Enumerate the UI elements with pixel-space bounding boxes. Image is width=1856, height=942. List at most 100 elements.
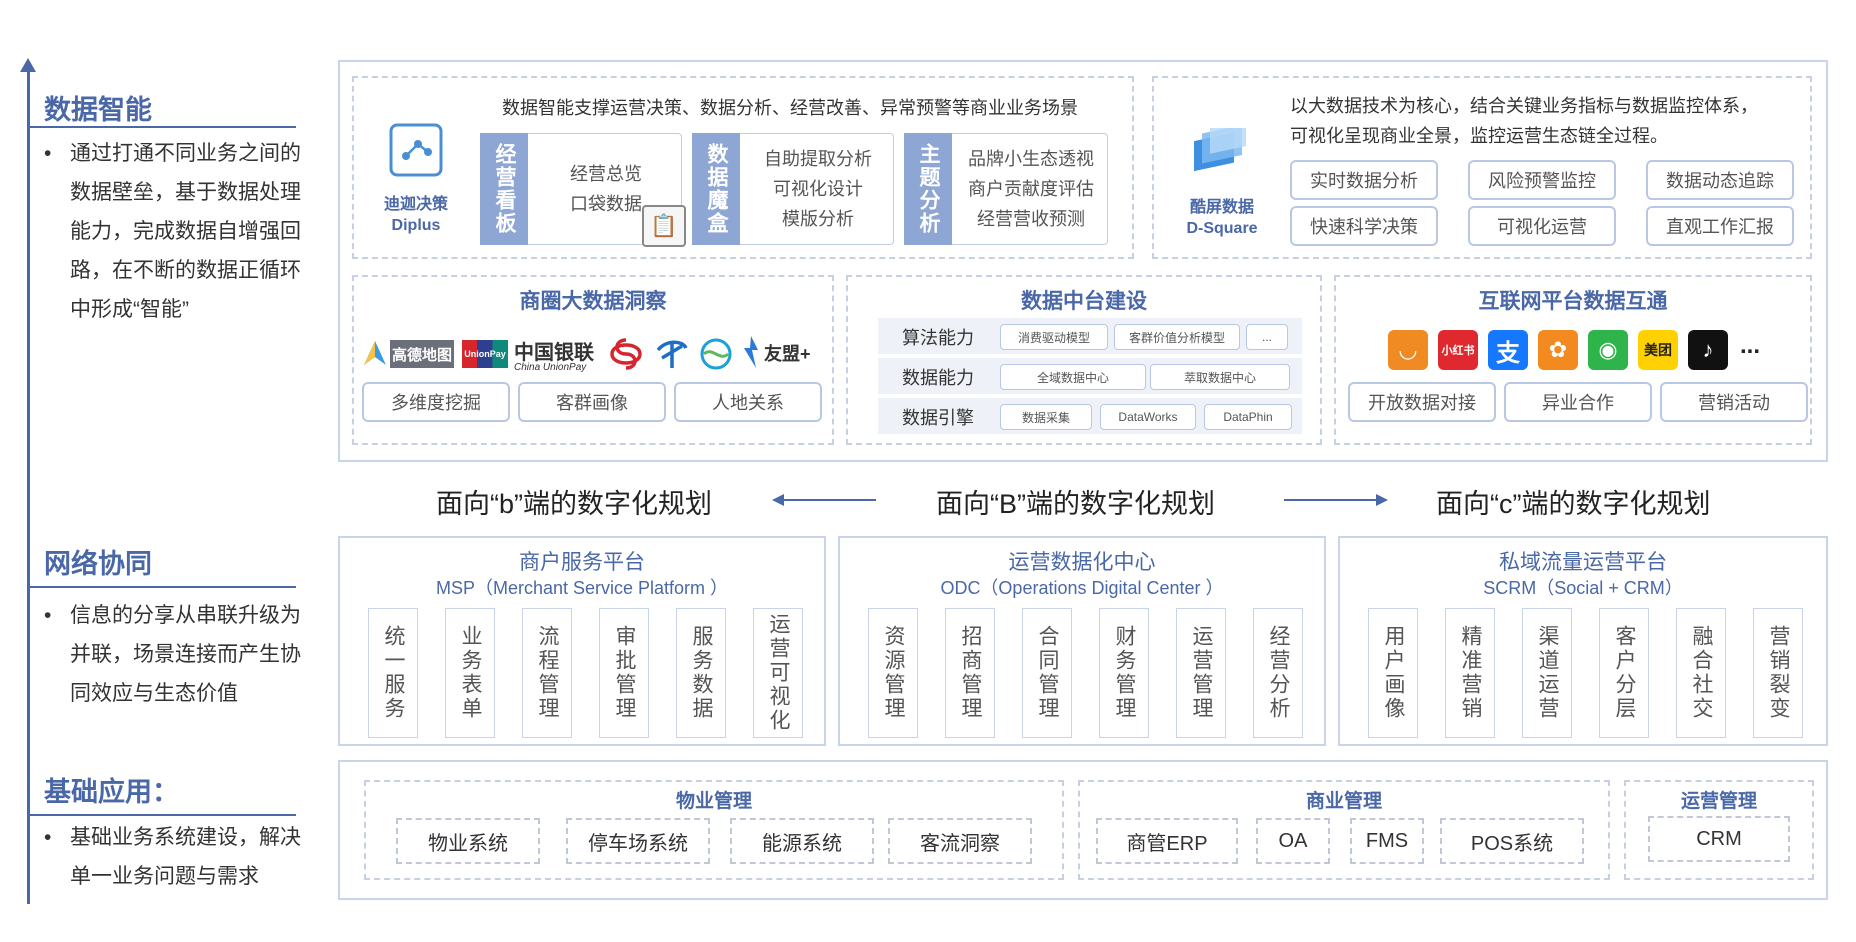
diplus-name-en: Diplus: [391, 217, 441, 234]
dsquare-logo-icon: [1194, 128, 1246, 172]
platform-col[interactable]: 服务数据: [676, 608, 726, 738]
basic-item[interactable]: OA: [1256, 818, 1330, 864]
platform-col[interactable]: 合同管理: [1022, 608, 1072, 738]
platform-odc: [838, 536, 1326, 746]
platform-col[interactable]: 审批管理: [599, 608, 649, 738]
shangquan-button[interactable]: 人地关系: [674, 382, 822, 422]
platform-col[interactable]: 统一服务: [368, 608, 418, 738]
section-title-network-collab: 网络协同: [44, 549, 152, 579]
direction-center: 面向“B”端的数字化规划: [936, 489, 1215, 519]
meituan-icon: 美团: [1638, 330, 1678, 370]
taobao-icon: ◡: [1388, 330, 1428, 370]
section-rule: [30, 126, 296, 128]
more-apps-ellipsis: ...: [1740, 332, 1761, 359]
platform-col[interactable]: 经营分析: [1253, 608, 1303, 738]
dianping-icon: ✿: [1538, 330, 1578, 370]
dsquare-name-cn: 酷屏数据: [1189, 199, 1254, 216]
dsquare-button[interactable]: 可视化运营: [1468, 206, 1616, 246]
partner-unionpay-logo: UnionPay: [462, 340, 508, 368]
list-item: 经营总览: [570, 164, 642, 184]
dsquare-button[interactable]: 直观工作汇报: [1646, 206, 1794, 246]
platform-col[interactable]: 精准营销: [1445, 608, 1495, 738]
diplus-headline: 数据智能支撑运营决策、数据分析、经营改善、异常预警等商业业务场景: [502, 98, 1078, 118]
direction-left: 面向“b”端的数字化规划: [436, 489, 712, 519]
platform-col[interactable]: 运营可视化: [753, 608, 803, 738]
zhongtai-item[interactable]: DataPhin: [1204, 404, 1292, 430]
zhongtai-block: [846, 275, 1322, 445]
dsquare-button[interactable]: 风险预警监控: [1468, 160, 1616, 200]
diplus-group-bar: 数据魔盒: [692, 133, 740, 245]
platform-col[interactable]: 融合社交: [1676, 608, 1726, 738]
shangquan-block: [352, 275, 834, 445]
platform-col[interactable]: 资源管理: [868, 608, 918, 738]
section-text: 通过打通不同业务之间的数据壁垒，基于数据处理能力，完成数据自增强回路，在不断的数…: [70, 142, 301, 321]
diplus-group-bar: 主题分析: [904, 133, 952, 245]
platform-col[interactable]: 流程管理: [522, 608, 572, 738]
platform-col[interactable]: 财务管理: [1099, 608, 1149, 738]
platform-scrm: [1338, 536, 1828, 746]
arrow-up-icon: [20, 58, 36, 72]
dsquare-button[interactable]: 实时数据分析: [1290, 160, 1438, 200]
partner-unionpay-en: China UnionPay: [514, 362, 587, 373]
zhongtai-item-more[interactable]: ...: [1246, 324, 1288, 350]
wechat-icon: ◉: [1588, 330, 1628, 370]
platform-title: 私域流量运营平台: [1499, 551, 1667, 574]
platform-col[interactable]: 客户分层: [1599, 608, 1649, 738]
internet-button[interactable]: 异业合作: [1504, 382, 1652, 422]
basic-item[interactable]: 停车场系统: [566, 818, 710, 864]
platform-col[interactable]: 招商管理: [945, 608, 995, 738]
platform-subtitle: SCRM（Social + CRM）: [1483, 578, 1683, 598]
basic-item[interactable]: 商管ERP: [1096, 818, 1238, 864]
diplus-block: [352, 76, 1134, 259]
zhongtai-item[interactable]: 客群价值分析模型: [1114, 324, 1240, 350]
platform-col[interactable]: 用户画像: [1368, 608, 1418, 738]
basic-group-title: 物业管理: [675, 791, 752, 812]
dsquare-button[interactable]: 数据动态追踪: [1646, 160, 1794, 200]
diplus-logo-icon: [389, 123, 443, 177]
basic-item[interactable]: 客流洞察: [888, 818, 1032, 864]
zhongtai-title: 数据中台建设: [1021, 290, 1147, 313]
platform-title: 商户服务平台: [519, 551, 645, 574]
basic-item[interactable]: FMS: [1350, 818, 1424, 864]
basic-group-title: 商业管理: [1305, 791, 1382, 812]
dsquare-button[interactable]: 快速科学决策: [1290, 206, 1438, 246]
amap-icon: [362, 338, 388, 368]
section-text: 基础业务系统建设，解决单一业务问题与需求: [70, 826, 301, 888]
alipay-icon: 支: [1488, 330, 1528, 370]
zhongtai-item[interactable]: 数据采集: [1000, 404, 1092, 430]
list-item: 自助提取分析: [764, 149, 872, 169]
platform-msp: [338, 536, 826, 746]
platform-col[interactable]: 渠道运营: [1522, 608, 1572, 738]
internet-button[interactable]: 营销活动: [1660, 382, 1808, 422]
shangquan-button[interactable]: 多维度挖掘: [362, 382, 510, 422]
zhongtai-item[interactable]: 萃取数据中心: [1150, 364, 1290, 390]
basic-item[interactable]: 能源系统: [730, 818, 874, 864]
platform-title: 运营数据化中心: [1008, 551, 1156, 574]
internet-block: [1334, 275, 1812, 445]
zhongtai-item[interactable]: DataWorks: [1100, 404, 1196, 430]
zhongtai-item[interactable]: 全域数据中心: [1000, 364, 1146, 390]
section-body-data-intelligence: • 通过打通不同业务之间的数据壁垒，基于数据处理能力，完成数据自增强回路，在不断…: [44, 134, 304, 329]
shangquan-button[interactable]: 客群画像: [518, 382, 666, 422]
section-title-data-intelligence: 数据智能: [44, 95, 152, 125]
platform-col[interactable]: 营销裂变: [1753, 608, 1803, 738]
diplus-group-items: 品牌小生态透视 商户贡献度评估 经营营收预测: [954, 144, 1108, 234]
list-item: 经营营收预测: [977, 209, 1085, 229]
platform-col[interactable]: 运营管理: [1176, 608, 1226, 738]
zhongtai-row-label: 算法能力: [902, 328, 974, 348]
china-mobile-icon: [700, 338, 732, 370]
list-item: 商户贡献度评估: [968, 179, 1094, 199]
china-telecom-icon: [656, 340, 688, 368]
zhongtai-item[interactable]: 消费驱动模型: [1000, 324, 1108, 350]
partner-unionpay-cn: 中国银联: [514, 342, 594, 364]
partner-amap: 高德地图: [390, 340, 454, 368]
basic-item[interactable]: POS系统: [1440, 818, 1584, 864]
xiaohongshu-icon: 小红书: [1438, 330, 1478, 370]
internet-button[interactable]: 开放数据对接: [1348, 382, 1496, 422]
basic-item[interactable]: 物业系统: [396, 818, 540, 864]
platform-col[interactable]: 业务表单: [445, 608, 495, 738]
section-rule: [30, 814, 296, 816]
internet-title: 互联网平台数据互通: [1478, 290, 1668, 313]
zhongtai-row-label: 数据引擎: [902, 408, 974, 428]
basic-item[interactable]: CRM: [1648, 816, 1790, 862]
